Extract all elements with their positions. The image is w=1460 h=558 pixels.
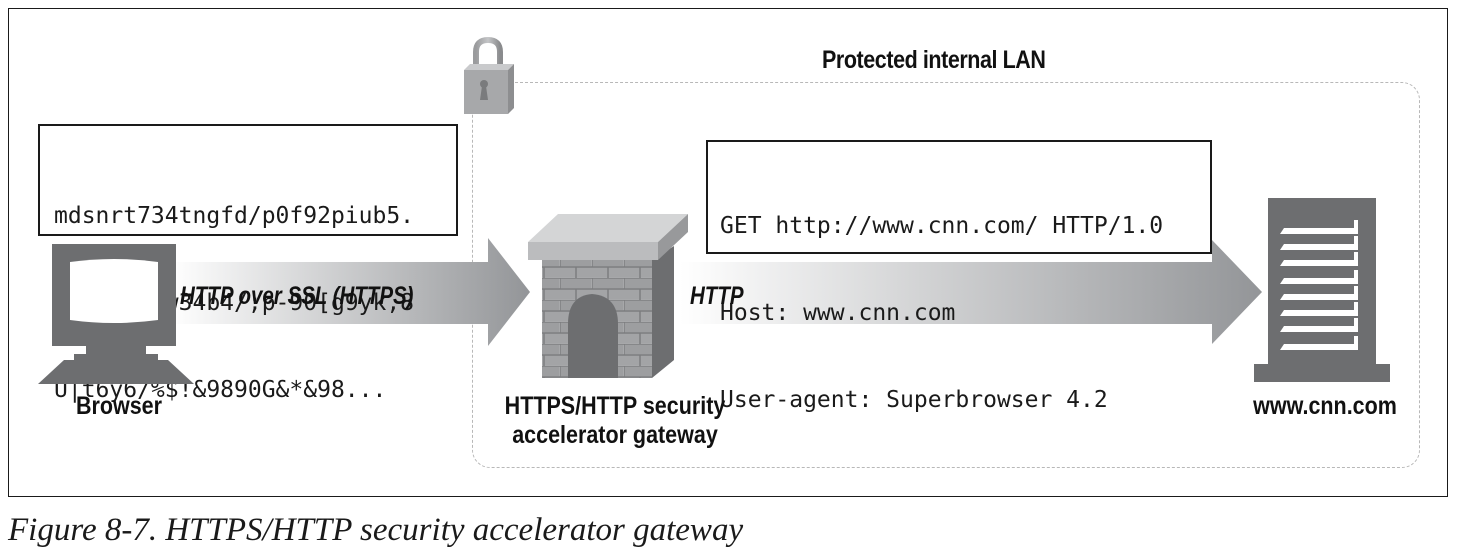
computer-monitor-icon: [38, 244, 194, 384]
request-line: GET http://www.cnn.com/ HTTP/1.0: [720, 213, 1164, 239]
padlock-icon: [464, 36, 514, 114]
https-arrow: [170, 238, 530, 346]
encrypted-message-box: mdsnrt734tngfd/p0f92piub5. lod9fuo8w34b4…: [38, 124, 458, 403]
http-arrow: [680, 240, 1262, 344]
gateway-label-line1: HTTPS/HTTP security: [504, 392, 726, 420]
request-line: Host: www.cnn.com: [720, 300, 956, 326]
figure-frame: [8, 8, 1448, 497]
https-connection-label: HTTP over SSL (HTTPS): [180, 282, 414, 310]
browser-label: Browser: [75, 392, 163, 420]
gateway-label: HTTPS/HTTP security accelerator gateway: [490, 392, 739, 450]
brick-gateway-icon: [528, 214, 688, 378]
http-request-box: GET http://www.cnn.com/ HTTP/1.0 Host: w…: [706, 140, 1212, 413]
gateway-label-line2: accelerator gateway: [512, 421, 718, 449]
encrypted-line: mdsnrt734tngfd/p0f92piub5.: [54, 203, 415, 229]
server-tower-icon: [1254, 198, 1390, 382]
request-line: User-agent: Superbrowser 4.2: [720, 387, 1108, 413]
http-connection-label: HTTP: [690, 282, 744, 310]
server-label: www.cnn.com: [1253, 392, 1397, 420]
figure-caption: Figure 8-7. HTTPS/HTTP security accelera…: [8, 512, 744, 548]
protected-lan-label: Protected internal LAN: [822, 46, 1046, 74]
